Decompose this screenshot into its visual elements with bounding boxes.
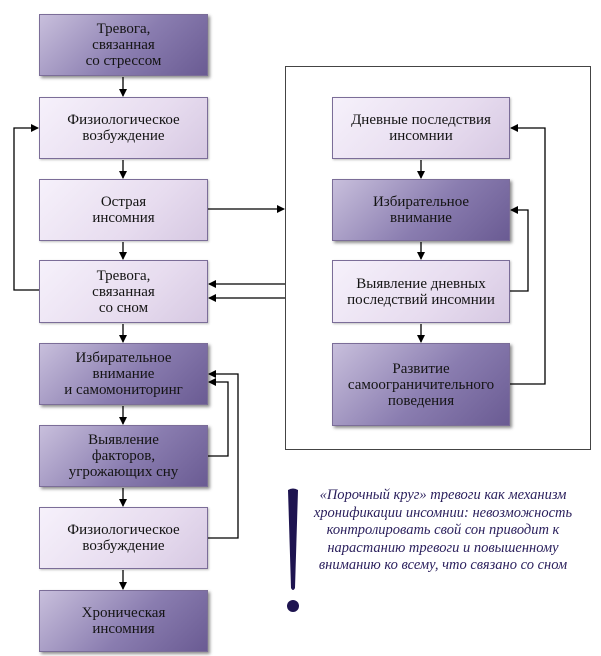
exclamation-icon [287, 488, 299, 612]
box-acute-insomnia: Острая инсомния [39, 179, 208, 241]
note-quote: «Порочный круг» [319, 487, 427, 503]
arrow-loop-lower-1 [208, 370, 239, 539]
box-sleep-anxiety: Тревога, связанная со сном [39, 260, 208, 323]
arrow-loop-left [13, 124, 39, 291]
box-selective-attention-monitoring: Избирательное внимание и самомониторинг [39, 343, 208, 405]
box-daytime-detection: Выявление дневных последствий инсомнии [332, 260, 510, 323]
arrow-loop-right-outer [510, 124, 546, 385]
daytime-cycle-panel [285, 66, 591, 450]
note-text: тревоги как механизм хронификации инсомн… [313, 487, 573, 573]
box-sleep-threat-detection: Выявление факторов, угрожающих сну [39, 425, 208, 487]
arrow-loop-lower-2 [208, 378, 229, 457]
box-selective-attention: Избирательное внимание [332, 179, 510, 241]
box-self-limiting-behavior: Развитие самоограничительного поведения [332, 343, 510, 426]
arrow-loop-right-inner [510, 206, 529, 292]
box-daytime-consequences: Дневные последствия инсомнии [332, 97, 510, 159]
box-physio-arousal-1: Физиологическое возбуждение [39, 97, 208, 159]
vicious-circle-note: «Порочный круг» тревоги как механизм хро… [313, 487, 573, 575]
box-chronic-insomnia: Хроническая инсомния [39, 590, 208, 652]
box-physio-arousal-2: Физиологическое возбуждение [39, 507, 208, 569]
box-stress-anxiety: Тревога, связанная со стрессом [39, 14, 208, 76]
